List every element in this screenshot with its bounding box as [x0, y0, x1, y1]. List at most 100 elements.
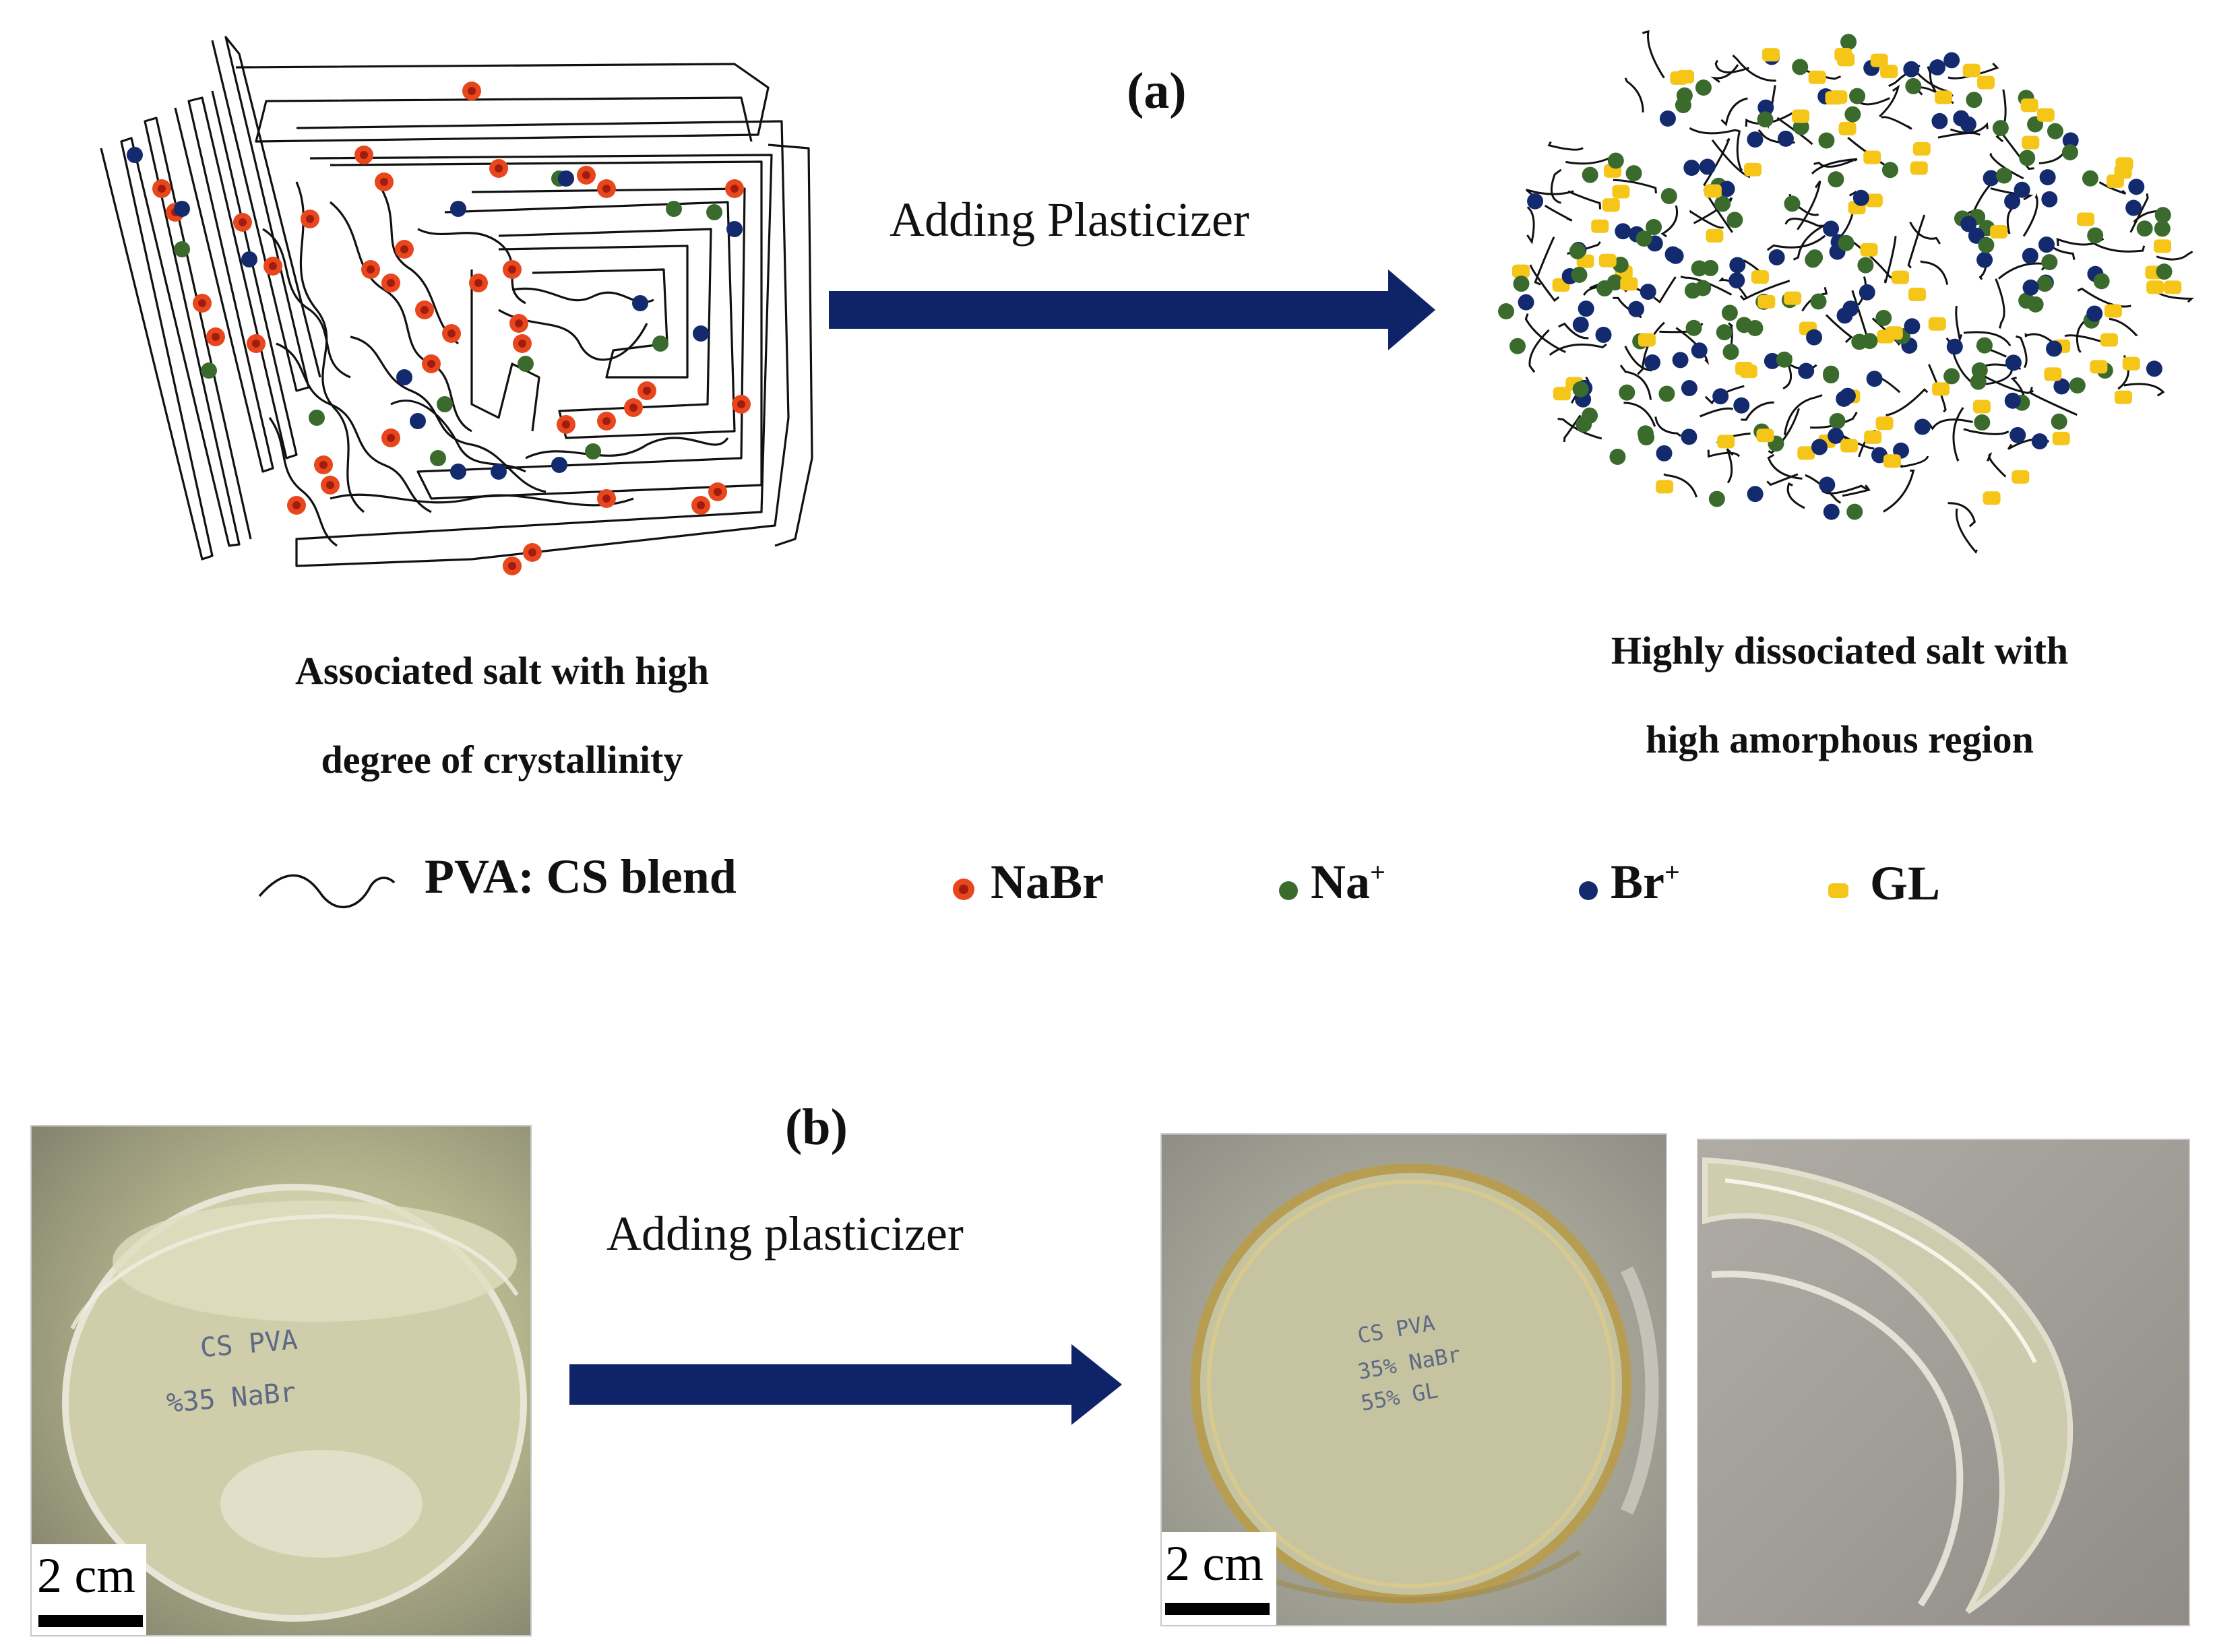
nabr-core: [737, 400, 745, 408]
gl-molecule: [1620, 277, 1638, 291]
br-ion: [396, 369, 412, 385]
gl-molecule: [1983, 491, 2001, 505]
polymer-chain-segment: [1529, 264, 1560, 303]
br-ion: [491, 464, 507, 480]
nabr-core: [508, 265, 516, 274]
polymer-chain-segment: [1995, 278, 2005, 329]
na-ion: [1695, 80, 1712, 96]
br-ion: [1852, 189, 1869, 206]
polymer-chain-segment: [1549, 343, 1607, 356]
gl-molecule: [2052, 431, 2070, 445]
br-ion: [1768, 249, 1785, 265]
legend-br-text: Br: [1611, 855, 1664, 909]
br-ion: [2086, 305, 2103, 322]
gl-molecule: [1935, 90, 1953, 104]
polymer-chain-segment: [1726, 448, 1734, 484]
gl-molecule: [1880, 65, 1898, 79]
polymer-chain-segment: [1663, 473, 1698, 498]
na-ion: [2093, 273, 2110, 290]
polymer-chain-segment: [1997, 262, 2049, 280]
br-ion: [410, 413, 426, 429]
na-ion: [1846, 503, 1863, 520]
gl-molecule: [1977, 75, 1995, 90]
na-ion: [1569, 243, 1586, 259]
br-ion: [1929, 59, 1946, 76]
photo-film-without-plasticizer: CS PVA %35 NaBr 2 cm: [30, 1125, 532, 1637]
right-caption-line-2: high amorphous region: [1646, 718, 2034, 761]
gl-molecule: [1972, 400, 1991, 414]
nabr-core: [198, 299, 206, 307]
br-ion: [2004, 193, 2021, 210]
polymer-chain-segment: [1947, 502, 1976, 528]
na-ion: [2136, 220, 2153, 237]
polymer-chain-segment: [1907, 214, 1926, 269]
polymer-chain-segment: [1525, 189, 1574, 196]
polymer-chain-segment: [1987, 452, 2007, 478]
polymer-chain-segment: [2156, 251, 2193, 261]
polymer-chain-segment: [1963, 331, 2012, 347]
br-ion: [1699, 158, 1716, 175]
polymer-chain-segment: [2022, 193, 2038, 237]
na-ion: [1792, 59, 1809, 75]
na-ion: [1722, 344, 1739, 360]
br-ion: [1764, 352, 1780, 369]
na-ion: [1685, 319, 1702, 336]
scale-bar-right: [1165, 1603, 1270, 1615]
na-ion: [1498, 303, 1515, 320]
gl-molecule: [1910, 161, 1928, 175]
nabr-core: [730, 185, 739, 193]
na-ion: [1875, 309, 1892, 326]
na-ion: [1675, 97, 1691, 114]
br-ion: [2046, 340, 2063, 357]
na-ion: [1838, 234, 1854, 251]
legend-br-sup: +: [1664, 857, 1680, 887]
gl-molecule: [2012, 470, 2030, 484]
polymer-chain-segment: [1950, 122, 1989, 134]
polymer-chain-segment: [2129, 193, 2149, 233]
na-ion: [1638, 429, 1655, 446]
na-ion: [1943, 368, 1960, 385]
br-ion: [1806, 329, 1823, 346]
left-caption-line-1: Associated salt with high: [295, 649, 709, 693]
polymer-chain-segment: [2024, 333, 2055, 344]
polymer-chain-segment: [1909, 222, 1941, 245]
polymer-chain-segment: [1766, 473, 1799, 486]
na-ion: [1976, 337, 1993, 354]
nabr-core: [367, 265, 375, 274]
br-ion: [1628, 300, 1645, 317]
na-ion: [309, 410, 325, 426]
polymer-chain-segment: [1619, 364, 1652, 400]
na-ion: [1757, 111, 1774, 128]
br-ion: [1811, 439, 1828, 455]
na-ion: [518, 356, 534, 372]
br-ion: [2009, 426, 2026, 443]
gl-molecule: [1863, 150, 1881, 164]
nabr-core: [292, 501, 301, 509]
gl-molecule: [1840, 439, 1859, 453]
polymer-chain-segment: [1700, 407, 1734, 418]
polymer-chain-segment: [1783, 394, 1823, 435]
br-ion: [174, 201, 190, 217]
br-ion: [450, 201, 466, 217]
polymer-chain-segment: [2002, 134, 2034, 170]
na-ion: [1572, 381, 1589, 398]
nabr-core: [400, 245, 408, 253]
gl-molecule: [1808, 70, 1826, 84]
br-ion: [1659, 110, 1676, 127]
br-ion: [2128, 179, 2145, 195]
legend-gl-label: GL: [1870, 856, 1941, 910]
gl-molecule: [1511, 264, 1530, 278]
br-ion: [1823, 220, 1840, 237]
polymer-chain-segment: [2123, 383, 2165, 397]
br-ion: [1595, 326, 1612, 343]
polymer-chain-segment: [1524, 313, 1566, 354]
gl-molecule: [1932, 382, 1950, 396]
gl-molecule: [1591, 219, 1609, 233]
br-ion: [2031, 433, 2048, 450]
na-ion: [430, 450, 446, 466]
polymer-chain-segment: [1736, 130, 1743, 172]
scale-bar-right-label: 2 cm: [1165, 1536, 1264, 1591]
gl-molecule: [1706, 228, 1724, 243]
br-ion: [1823, 503, 1840, 520]
polymer-chain-segment: [1811, 158, 1858, 174]
